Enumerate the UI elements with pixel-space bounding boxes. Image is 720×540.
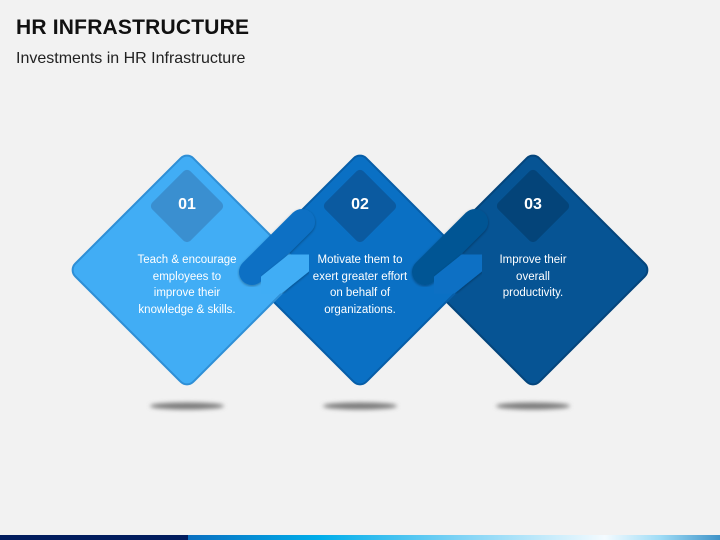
step-1-number: 01: [178, 196, 196, 213]
link-2-3: [412, 209, 488, 299]
page-title: HR INFRASTRUCTURE: [16, 16, 250, 39]
shadow-2: [323, 402, 397, 410]
badge-1: [150, 169, 224, 243]
step-3-text: Improve their overall productivity.: [499, 254, 567, 299]
step-2-number: 02: [351, 196, 369, 213]
bottom-accent-bar: [0, 535, 720, 540]
step-3-number: 03: [524, 196, 542, 213]
shadow-1: [150, 402, 224, 410]
shadow-3: [496, 402, 570, 410]
step-1-text: Teach & encourage employees to improve t…: [137, 254, 237, 316]
badge-3: [496, 169, 570, 243]
diamond-1: [71, 154, 303, 386]
step-2-text: Motivate them to exert greater effort on…: [312, 254, 408, 316]
page-subtitle: Investments in HR Infrastructure: [16, 50, 246, 67]
link-1-2: [239, 209, 315, 299]
badge-2: [323, 169, 397, 243]
